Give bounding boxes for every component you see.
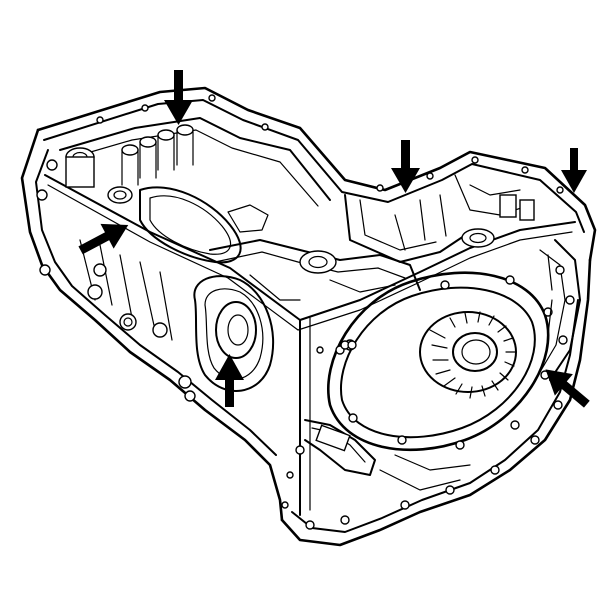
arrow-center-bottom-icon — [215, 354, 244, 407]
arrow-top-center-icon — [391, 140, 420, 193]
arrow-right-icon — [545, 369, 590, 408]
right-end-cover — [539, 239, 581, 381]
arrow-left-icon — [78, 223, 129, 255]
center-channel — [209, 204, 421, 354]
right-top-detail — [344, 174, 535, 263]
housing-outline — [20, 86, 597, 547]
indicator-arrows — [78, 70, 590, 408]
lower-front-detail — [281, 400, 563, 530]
top-interior — [59, 94, 564, 264]
arrow-top-left-icon — [164, 70, 193, 125]
arrow-top-right-icon — [561, 148, 587, 193]
differential-area — [36, 159, 275, 402]
